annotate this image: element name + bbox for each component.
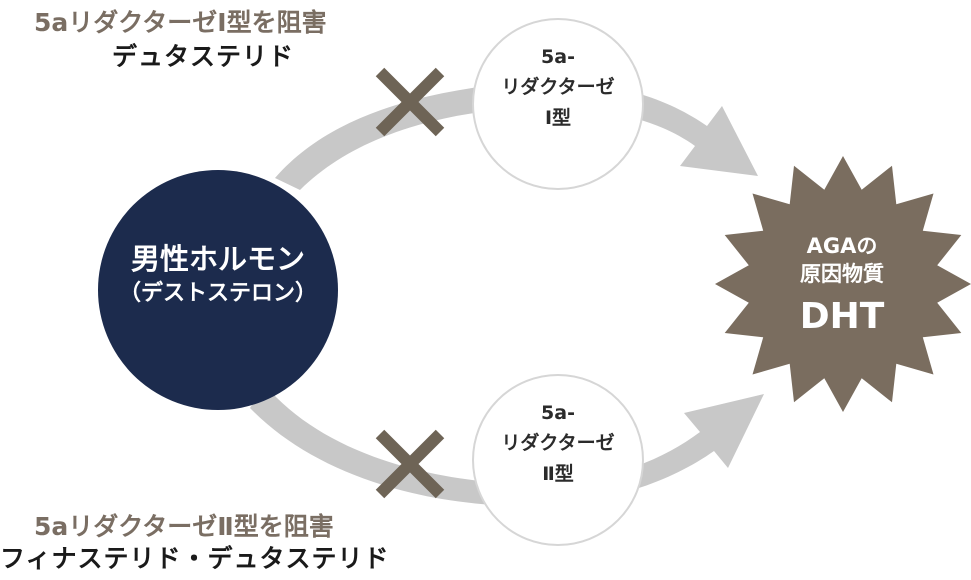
enzyme-type2-text: 5a- リダクターゼ Ⅱ型 <box>478 398 638 489</box>
enzyme-circle-type1 <box>472 18 644 190</box>
hormone-title: 男性ホルモン <box>130 242 305 276</box>
dht-caption-2: 原因物質 <box>800 262 884 287</box>
top-inhibitor-label: 5aリダクターゼⅠ型を阻害 <box>34 8 327 37</box>
top-inhibition-cross-icon <box>375 67 445 137</box>
top-drug-label: デュタステリド <box>112 42 295 71</box>
enzyme-type1-text: 5a- リダクターゼ Ⅰ型 <box>478 42 638 133</box>
dht-title: DHT <box>799 295 885 337</box>
enzyme-type1-prefix: 5a- <box>541 46 575 68</box>
hormone-text: 男性ホルモン （デストステロン） <box>98 240 338 309</box>
dht-star-burst <box>715 156 971 412</box>
hormone-circle <box>98 170 338 410</box>
dht-caption-1: AGAの <box>806 234 878 258</box>
bottom-inhibitor-label: 5aリダクターゼⅡ型を阻害 <box>34 512 334 541</box>
enzyme-type1-name: リダクターゼ <box>501 76 615 99</box>
enzyme-type2-name: リダクターゼ <box>501 432 615 455</box>
enzyme-type2-kind: Ⅱ型 <box>542 462 574 485</box>
hormone-subtitle: （デストステロン） <box>118 281 317 307</box>
bottom-inhibition-cross-icon <box>375 429 445 499</box>
bottom-drug-label: フィナステリド・デュタステリド <box>0 544 390 573</box>
dht-text: AGAの 原因物質 DHT <box>772 232 912 341</box>
enzyme-circle-type2 <box>472 374 644 546</box>
enzyme-type2-prefix: 5a- <box>541 402 575 424</box>
enzyme-type1-kind: Ⅰ型 <box>544 106 572 129</box>
